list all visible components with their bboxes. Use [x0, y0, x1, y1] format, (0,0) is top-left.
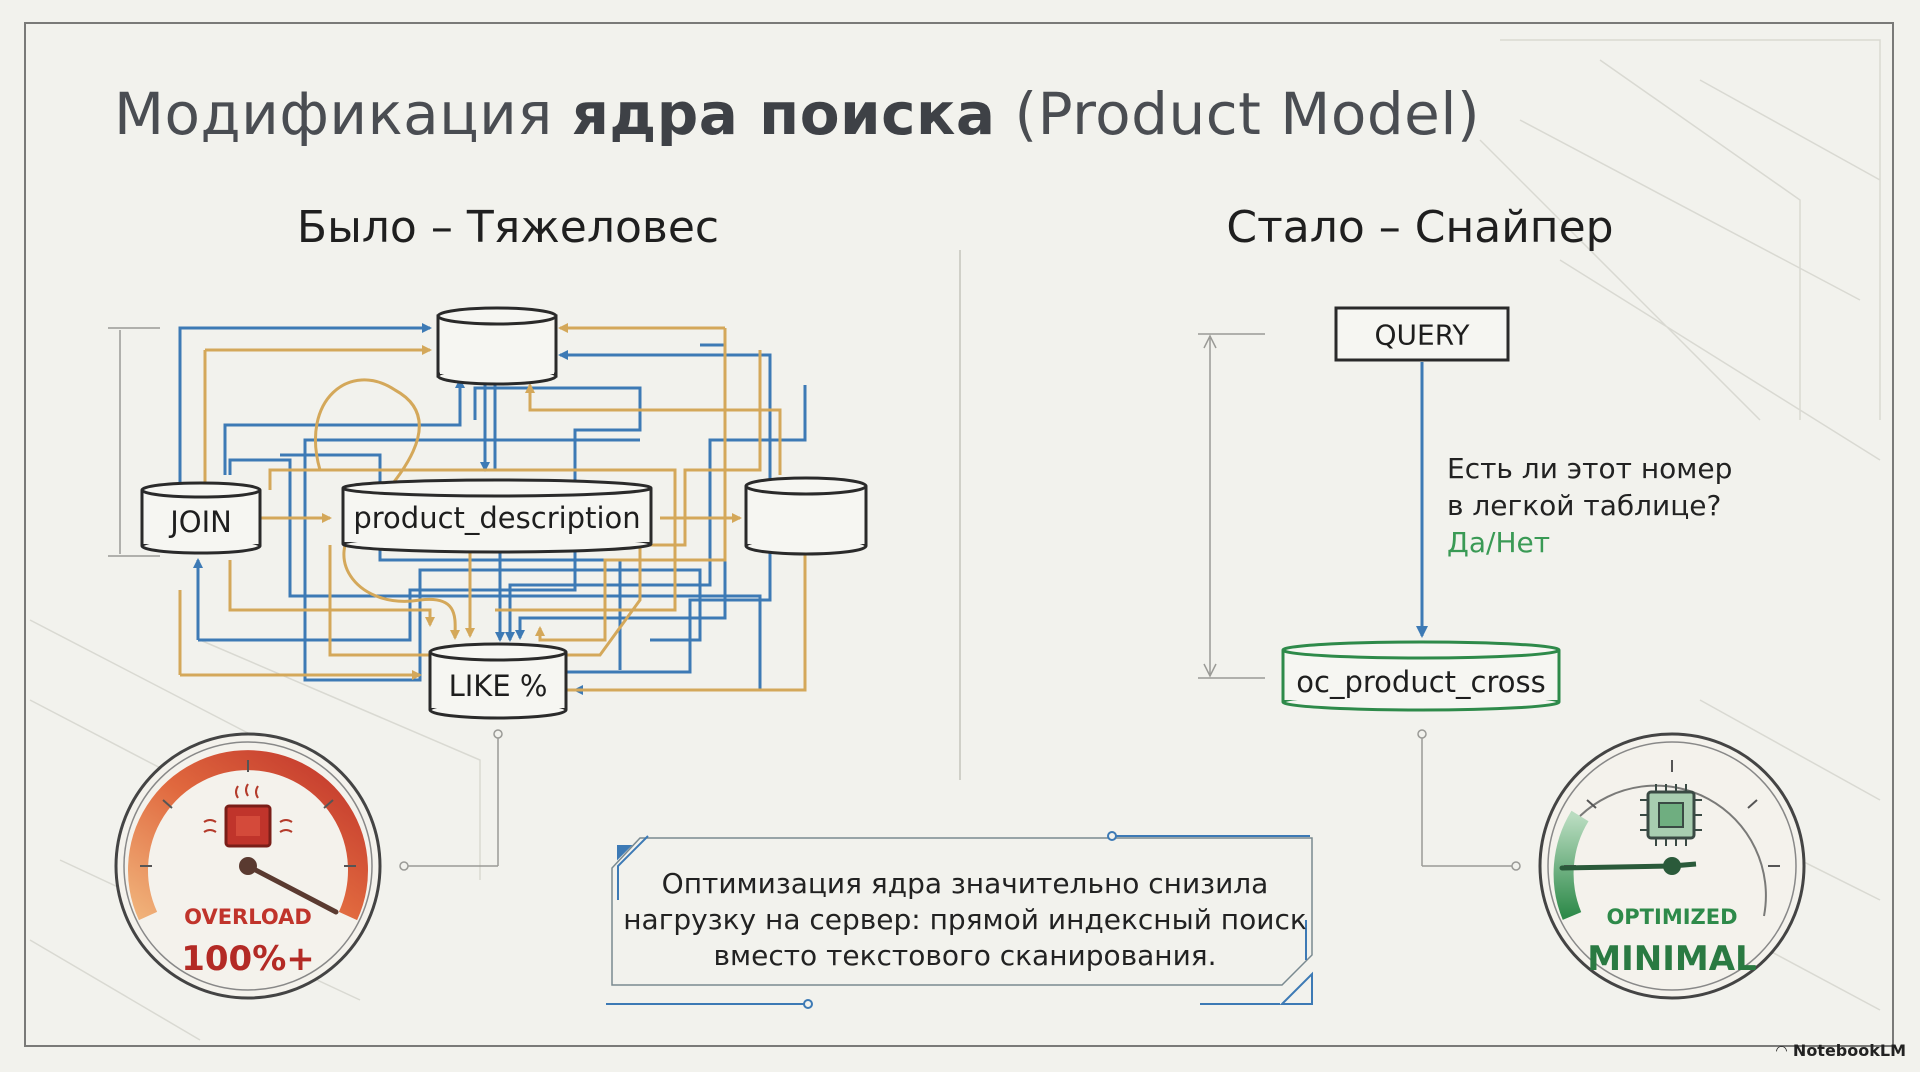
- overload-status-text: OVERLOAD: [184, 905, 312, 929]
- left-dimension-line: [108, 327, 160, 557]
- slide-frame: [24, 22, 1894, 1047]
- answer-text: Да/Нет: [1447, 526, 1551, 559]
- notebooklm-icon: ◠: [1776, 1042, 1787, 1059]
- overload-value-text: 100%+: [181, 939, 315, 979]
- tangled-blue-paths: [178, 310, 807, 695]
- cross-table-cylinder: [1281, 640, 1561, 712]
- like-label: LIKE %: [448, 669, 548, 703]
- notebooklm-badge: ◠ NotebookLM: [1776, 1041, 1906, 1060]
- slide-title: Модификация ядра поиска (Product Model): [114, 80, 1481, 148]
- overload-gauge: [114, 732, 382, 1000]
- right-dimension-line: [1198, 333, 1265, 679]
- right-database-cylinder: [744, 476, 868, 556]
- right-heading: Стало – Снайпер: [1226, 202, 1614, 253]
- optimized-gauge: [1538, 732, 1806, 1000]
- summary-caption: Оптимизация ядра значительно снизила наг…: [623, 867, 1307, 972]
- product-description-label: product_description: [353, 501, 641, 535]
- top-database-cylinder: [436, 306, 558, 386]
- product-description-cylinder: [341, 478, 653, 554]
- query-label: QUERY: [1374, 318, 1470, 352]
- join-cylinder: [140, 481, 262, 555]
- optimized-value-text: MINIMAL: [1587, 939, 1756, 979]
- right-connector: [1417, 729, 1521, 871]
- caption-frame: [606, 831, 1313, 1009]
- optimized-status-text: OPTIMIZED: [1606, 905, 1737, 929]
- query-box: [1334, 306, 1510, 362]
- left-connector: [399, 729, 503, 871]
- lookup-question: Есть ли этот номер в легкой таблице? Да/…: [1447, 452, 1733, 559]
- left-heading: Было – Тяжеловес: [296, 202, 720, 253]
- cross-table-label: oc_product_cross: [1296, 665, 1546, 699]
- join-label: JOIN: [170, 505, 232, 539]
- like-cylinder: [428, 642, 568, 720]
